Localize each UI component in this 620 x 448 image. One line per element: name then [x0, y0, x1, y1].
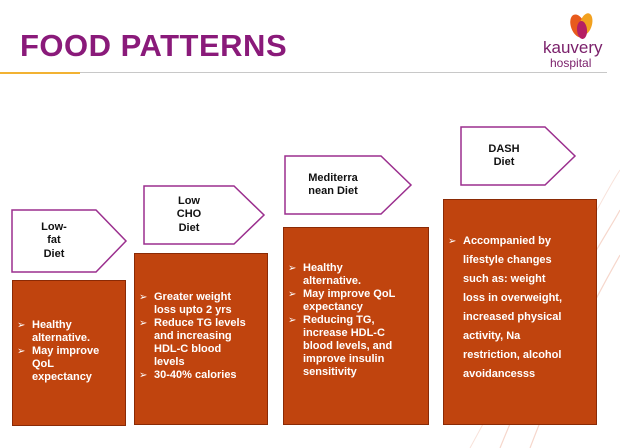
title-underline-accent — [0, 72, 80, 74]
page-title: FOOD PATTERNS — [20, 28, 288, 63]
list-item: Healthy alternative. — [13, 319, 125, 345]
logo-name: kauvery — [543, 38, 603, 57]
diet-box-low-cho: Greater weight loss upto 2 yrs Reduce TG… — [134, 253, 268, 425]
list-item: Healthy alternative. — [284, 262, 428, 288]
kauvery-logo — [530, 8, 610, 78]
list-item: Reducing TG, increase HDL-C blood levels… — [284, 314, 428, 379]
list-item: May improve QoL expectancy — [13, 345, 125, 384]
list-item: Reduce TG levels and increasing HDL-C bl… — [135, 317, 267, 369]
diet-arrow-low-fat: Low- fat Diet — [10, 208, 128, 274]
diet-label: Low- fat Diet — [41, 221, 67, 260]
list-item: 30-40% calories — [135, 369, 267, 382]
list-item: Greater weight loss upto 2 yrs — [135, 291, 267, 317]
arrow-shape-icon — [11, 209, 128, 273]
diet-arrow-low-cho: Low CHO Diet — [142, 184, 266, 246]
logo-petals-icon — [570, 13, 593, 39]
diet-box-dash: Accompanied by lifestyle changes such as… — [443, 199, 597, 425]
logo-subtitle: hospital — [550, 56, 592, 70]
diet-label: DASH Diet — [488, 142, 520, 168]
diet-box-low-fat: Healthy alternative. May improve QoL exp… — [12, 280, 126, 426]
diet-arrow-dash: DASH Diet — [459, 125, 577, 187]
diet-box-mediterranean: Healthy alternative. May improve QoL exp… — [283, 227, 429, 425]
diet-label: Mediterra nean Diet — [308, 171, 358, 197]
diet-arrow-mediterranean: Mediterra nean Diet — [283, 154, 413, 216]
arrow-shape-icon — [460, 126, 577, 186]
arrow-shape-icon — [284, 155, 413, 215]
arrow-shape-icon — [143, 185, 266, 245]
list-item: Accompanied by lifestyle changes such as… — [444, 232, 596, 384]
title-divider — [80, 72, 607, 73]
diet-label: Low CHO Diet — [176, 195, 202, 234]
list-item: May improve QoL expectancy — [284, 288, 428, 314]
